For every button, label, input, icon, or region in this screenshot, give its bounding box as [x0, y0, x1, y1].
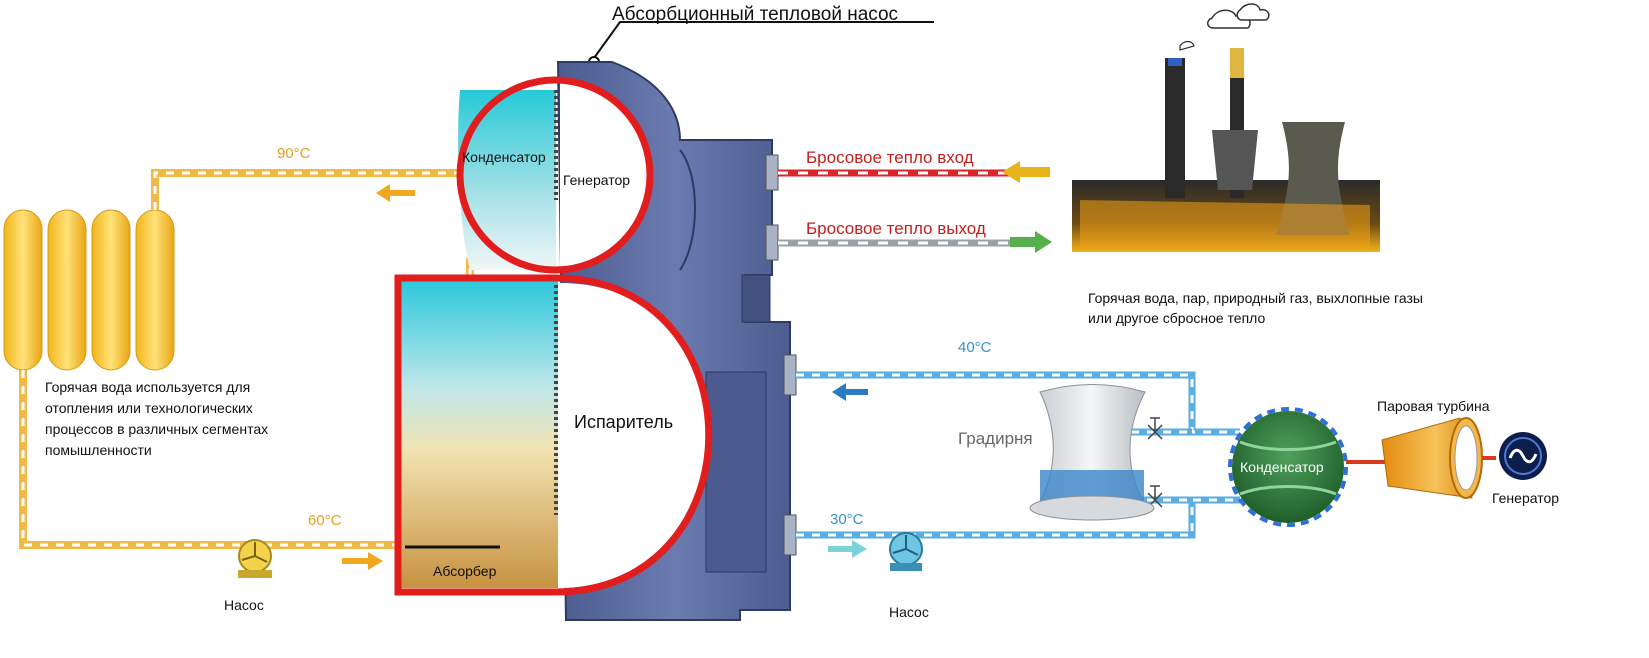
hot-water-use-line-3: процессов в различных сегментах — [45, 421, 268, 437]
waste-in-arrow-icon — [1002, 161, 1050, 183]
temp-90: 90°C — [277, 145, 311, 162]
factory-image — [1072, 4, 1380, 252]
cooling-tower — [1030, 385, 1154, 521]
pump-left-label: Насос — [224, 597, 264, 613]
title-leader-line — [594, 22, 934, 58]
generator-inner-label: Генератор — [563, 172, 630, 188]
temp-60: 60°C — [308, 512, 342, 529]
condenser-fill — [458, 90, 556, 270]
temp-30: 30°C — [830, 511, 864, 528]
waste-sources-line-2: или другое сбросное тепло — [1088, 310, 1265, 326]
hot-water-use-text: Горячая вода используется для отопления … — [45, 379, 268, 458]
right-pump — [890, 533, 922, 571]
evaporator-label: Испаритель — [574, 412, 673, 432]
temp-40: 40°C — [958, 339, 992, 356]
waste-sources-line-1: Горячая вода, пар, природный газ, выхлоп… — [1088, 290, 1423, 306]
cooling-tower-label: Градирня — [958, 429, 1033, 448]
pump-right-label: Насос — [889, 604, 929, 620]
hot-water-use-line-2: отопления или технологических — [45, 400, 253, 416]
generator-right-label: Генератор — [1492, 490, 1559, 506]
condenser-right-label: Конденсатор — [1240, 459, 1324, 475]
hot-water-use-line-1: Горячая вода используется для — [45, 379, 250, 395]
tank-1 — [4, 210, 42, 370]
absorber-label: Абсорбер — [433, 563, 497, 579]
cool-return-arrow-icon — [832, 383, 868, 401]
generator-icon — [1499, 432, 1547, 480]
left-pump — [238, 540, 272, 578]
flow-arrow-right-icon — [342, 552, 383, 570]
waste-out-label: Бросовое тепло выход — [806, 219, 986, 238]
tank-4 — [136, 210, 174, 370]
waste-out-arrow-icon — [1010, 231, 1052, 253]
steam-turbine-label: Паровая турбина — [1377, 398, 1490, 414]
absorber-fill — [398, 280, 558, 588]
hot-water-tanks — [4, 210, 174, 370]
cool-supply-arrow-icon — [828, 540, 867, 558]
flow-arrow-left-icon — [376, 184, 415, 202]
steam-turbine — [1382, 418, 1482, 498]
waste-in-label: Бросовое тепло вход — [806, 148, 974, 167]
hot-water-use-line-4: помышленности — [45, 442, 152, 458]
condenser-top-label: Конденсатор — [462, 149, 546, 165]
tank-2 — [48, 210, 86, 370]
tank-3 — [92, 210, 130, 370]
